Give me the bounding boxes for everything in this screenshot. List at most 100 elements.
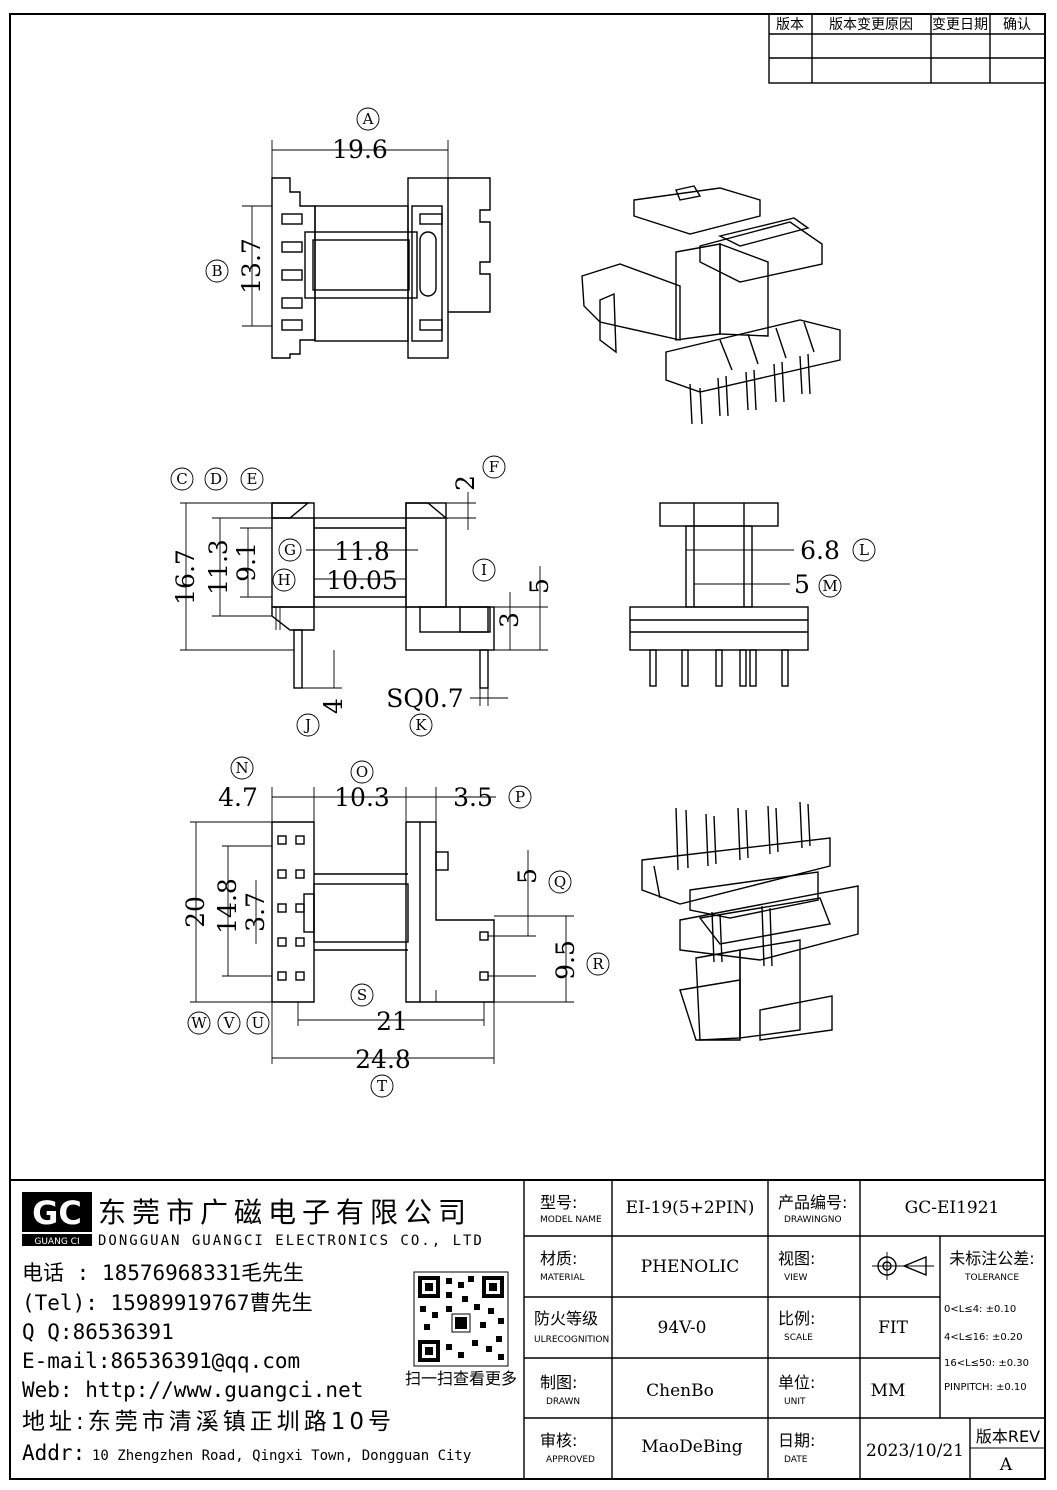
dim-u: 3.7 <box>241 892 270 932</box>
qq: Q Q:86536391 <box>22 1320 174 1344</box>
callout-j: J <box>303 716 311 734</box>
rev-header-version: 版本 <box>776 17 804 33</box>
tolerance-label-cn: 未标注公差: <box>949 1249 1034 1268</box>
dim-r: 9.5 <box>551 940 580 980</box>
tolerance-label-en: TOLERANCE <box>964 1273 1019 1283</box>
callout-u: U <box>252 1014 265 1032</box>
dim-w: 20 <box>181 896 210 928</box>
scale-label-en: SCALE <box>784 1333 813 1343</box>
email: E-mail:86536391@qq.com <box>22 1349 300 1373</box>
company-name-cn: 东莞市广磁电子有限公司 <box>98 1196 472 1229</box>
callout-f: F <box>489 458 499 476</box>
approved-label-en: APPROVED <box>546 1455 595 1465</box>
callout-m: M <box>822 577 837 595</box>
drawn-value: ChenBo <box>646 1381 714 1401</box>
model-label-en: MODEL NAME <box>540 1215 602 1225</box>
callout-b: B <box>211 262 222 280</box>
address-cn: 地址:东莞市清溪镇正圳路10号 <box>22 1409 395 1435</box>
dim-b: 13.7 <box>237 238 266 294</box>
projection-symbol-icon <box>872 1252 934 1280</box>
scale-label-cn: 比例: <box>778 1309 815 1328</box>
view-label-cn: 视图: <box>778 1249 815 1268</box>
material-value: PHENOLIC <box>641 1257 740 1277</box>
dim-i: 5 <box>525 578 554 594</box>
tolerance-4: PINPITCH: ±0.10 <box>944 1382 1027 1393</box>
callout-i: I <box>481 561 487 579</box>
model-label-cn: 型号: <box>540 1193 577 1212</box>
view-label-en: VIEW <box>784 1273 807 1283</box>
callout-p: P <box>515 788 525 806</box>
fire-label-cn: 防火等级 <box>534 1309 598 1328</box>
callout-w: W <box>191 1014 207 1032</box>
rev-header-reason: 版本变更原因 <box>829 17 913 33</box>
dim-a: 19.6 <box>332 135 388 164</box>
bottom-view: 4.7 10.3 3.5 20 14.8 3.7 5 9.5 21 24.8 <box>181 783 580 1074</box>
dim-d: 11.3 <box>204 539 233 595</box>
callout-c: C <box>176 470 187 488</box>
dim-f: 2 <box>451 475 480 491</box>
unit-value: MM <box>871 1381 906 1401</box>
drawn-label-cn: 制图: <box>540 1373 577 1392</box>
callout-l: L <box>859 541 869 559</box>
tolerance-1: 0<L≤4: ±0.10 <box>944 1304 1016 1315</box>
top-view: 19.6 13.7 <box>237 135 491 359</box>
callouts: A B C D E F G H I J K L M N O P Q R S T … <box>170 107 876 1098</box>
dim-e: 9.1 <box>232 542 261 582</box>
unit-label-en: UNIT <box>784 1397 806 1407</box>
dim-o: 10.3 <box>334 783 390 812</box>
callout-s: S <box>357 986 367 1004</box>
drawn-label-en: DRAWN <box>546 1397 580 1407</box>
company-block: GC GUANG CI 东莞市广磁电子有限公司 DONGGUAN GUANGCI… <box>22 1192 517 1465</box>
rev-label: 版本REV <box>976 1427 1040 1446</box>
dim-t: 24.8 <box>355 1045 411 1074</box>
approved-label-cn: 审核: <box>540 1431 577 1450</box>
dim-s: 21 <box>376 1007 408 1036</box>
date-value: 2023/10/21 <box>866 1441 964 1461</box>
dim-j: 4 <box>319 698 348 714</box>
fire-value: 94V-0 <box>658 1318 707 1338</box>
callout-n: N <box>235 759 248 777</box>
dim-g: 11.8 <box>334 537 390 566</box>
address-en: 10 Zhengzhen Road, Qingxi Town, Dongguan… <box>92 1448 471 1464</box>
tolerance-2: 4<L≤16: ±0.20 <box>944 1332 1023 1343</box>
rev-value: A <box>999 1455 1013 1475</box>
rev-header-date: 变更日期 <box>932 17 988 33</box>
approved-value: MaoDeBing <box>641 1437 742 1457</box>
drawing-value: GC-EI1921 <box>905 1198 1000 1218</box>
callout-d: D <box>210 470 222 488</box>
company-name-en: DONGGUAN GUANGCI ELECTRONICS CO., LTD <box>98 1233 484 1249</box>
qr-caption: 扫一扫查看更多 <box>405 1369 517 1388</box>
unit-label-cn: 单位: <box>778 1373 815 1392</box>
date-label-cn: 日期: <box>778 1431 815 1450</box>
iso-view-bottom <box>641 801 859 1041</box>
callout-h: H <box>277 571 290 589</box>
dim-v: 14.8 <box>213 878 242 934</box>
dim-i2: 3 <box>495 612 524 628</box>
side-view: 6.8 5 <box>629 502 840 687</box>
callout-e: E <box>247 470 258 488</box>
dim-q: 5 <box>513 868 542 884</box>
callout-g: G <box>284 541 296 559</box>
logo-sub: GUANG CI <box>34 1237 79 1247</box>
revision-table: 版本 版本变更原因 变更日期 确认 <box>768 13 1046 84</box>
iso-view-top <box>581 185 841 425</box>
dim-n: 4.7 <box>218 783 258 812</box>
callout-t: T <box>377 1077 387 1095</box>
material-label-cn: 材质: <box>540 1249 577 1268</box>
scale-value: FIT <box>878 1318 909 1338</box>
title-block: 型号: MODEL NAME EI-19(5+2PIN) 产品编号: DRAWI… <box>10 1179 1045 1479</box>
material-label-en: MATERIAL <box>540 1273 585 1283</box>
tolerance-3: 16<L≤50: ±0.30 <box>944 1358 1029 1369</box>
callout-k: K <box>415 716 427 734</box>
dim-k: SQ0.7 <box>386 684 463 713</box>
callout-q: Q <box>554 873 566 891</box>
qr-code-icon <box>413 1271 509 1367</box>
company-logo: GC GUANG CI <box>22 1192 92 1247</box>
dim-m: 5 <box>794 570 810 599</box>
dim-h: 10.05 <box>326 566 398 595</box>
date-label-en: DATE <box>784 1455 808 1465</box>
sheet-border <box>9 13 1046 1480</box>
logo-text: GC <box>32 1194 82 1232</box>
dim-c: 16.7 <box>171 549 200 605</box>
